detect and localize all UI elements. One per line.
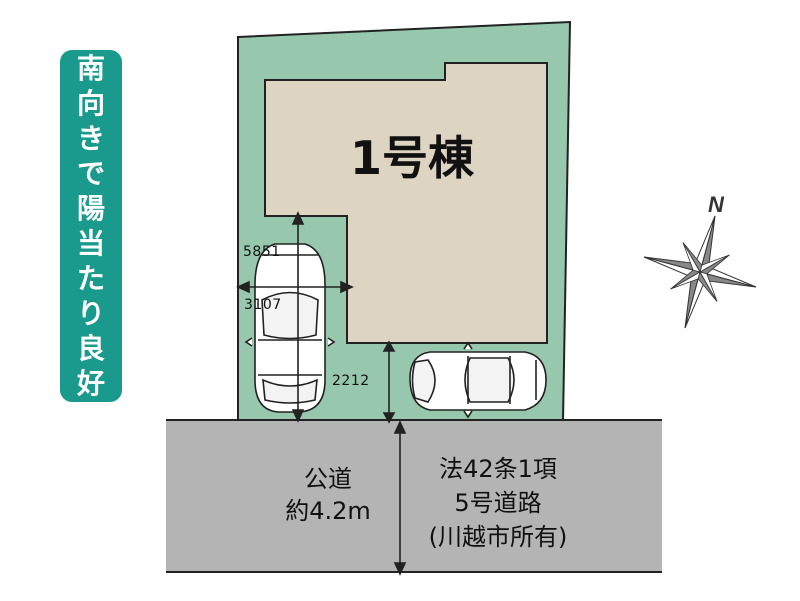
badge-char: た xyxy=(76,262,105,295)
building-label: 1号棟 xyxy=(350,131,475,185)
badge-char: 好 xyxy=(76,367,105,400)
badge-char: で xyxy=(76,157,105,190)
private-road-label: 法42条1項 5号道路 (川越市所有) xyxy=(398,452,598,554)
badge-char: 良 xyxy=(76,332,105,365)
road-area xyxy=(166,420,662,572)
car-vertical xyxy=(244,243,336,413)
badge-char: き xyxy=(76,122,105,155)
badge-char: り xyxy=(76,297,105,330)
public-road-line1: 公道 xyxy=(304,465,352,493)
compass-label: N xyxy=(708,192,725,217)
badge-char: 南 xyxy=(76,52,105,85)
private-road-line3: (川越市所有) xyxy=(428,523,568,551)
dimension-lines xyxy=(236,211,407,576)
badge-char: 当 xyxy=(76,227,105,260)
car-horizontal xyxy=(409,341,547,419)
badge-char: 向 xyxy=(76,87,105,120)
private-road-line1: 法42条1項 xyxy=(439,455,557,483)
private-road-line2: 5号道路 xyxy=(454,489,542,517)
building-footprint xyxy=(264,62,548,344)
dimension-setback: 2212 xyxy=(332,373,370,389)
public-road-label: 公道 約4.2m xyxy=(278,463,378,527)
dimension-length: 5851 xyxy=(243,244,281,260)
compass-icon xyxy=(643,215,757,329)
orientation-badge: 南向きで陽当たり良好 xyxy=(60,50,122,402)
dimension-width: 3107 xyxy=(244,297,282,313)
public-road-line2: 約4.2m xyxy=(285,497,371,525)
badge-char: 陽 xyxy=(76,192,105,225)
